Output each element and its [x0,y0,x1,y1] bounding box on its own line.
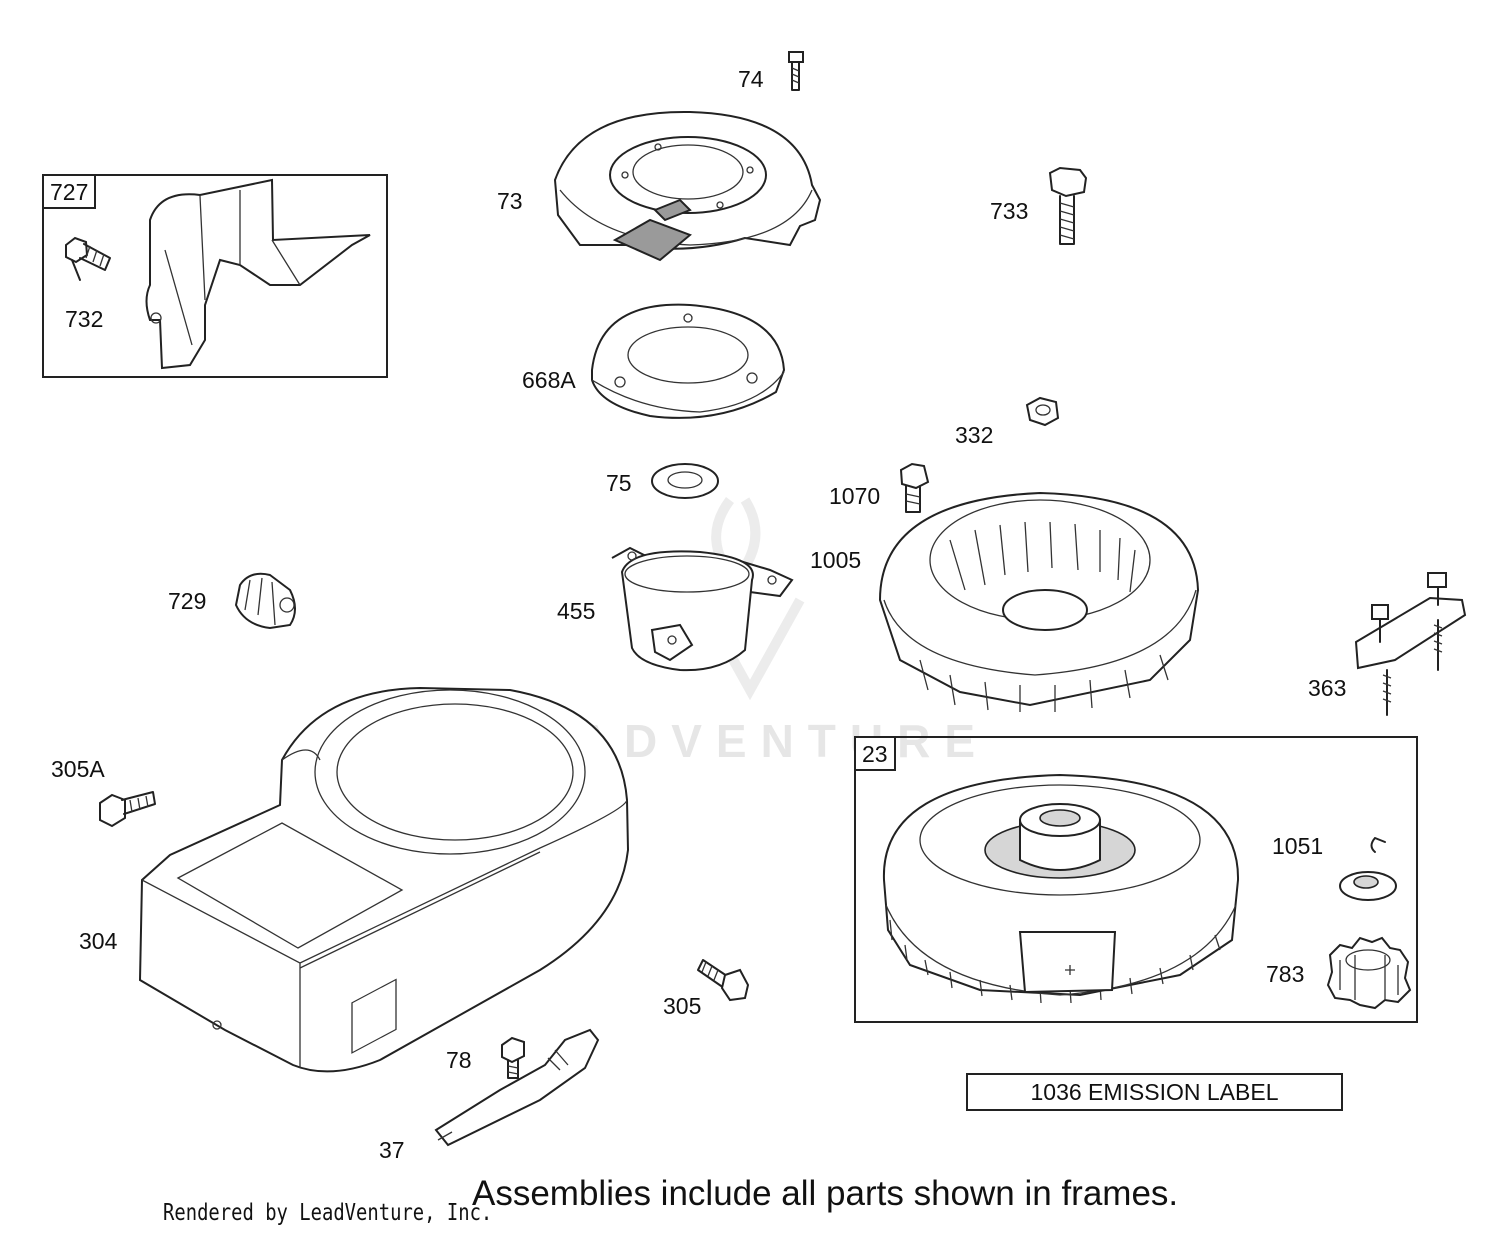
part-1005-fan-drawing [878,491,1200,712]
part-label-783: 783 [1266,961,1305,987]
emission-label-box: 1036 EMISSION LABEL [966,1073,1343,1111]
part-78-screw-drawing [501,1036,525,1079]
assembly-frame-727: 727 [42,174,388,378]
part-75-washer-drawing [651,463,719,499]
part-1070-bolt-drawing [899,462,930,513]
part-732-screw-drawing [65,236,111,281]
part-label-729: 729 [168,588,207,614]
part-332-nut-drawing [1025,396,1060,427]
part-363-bracket-drawing [1354,572,1467,716]
part-729-grommet-drawing [234,572,296,630]
part-label-37: 37 [379,1137,405,1163]
part-label-305: 305 [663,993,702,1019]
part-label-78: 78 [446,1047,472,1073]
part-label-305a: 305A [51,756,105,782]
part-74-screw-drawing [788,51,804,91]
frame-tag-727: 727 [42,174,97,209]
credit-text: Rendered by LeadVenture, Inc. [163,1200,493,1226]
part-label-74: 74 [738,66,764,92]
part-label-668a: 668A [522,367,576,393]
part-783-gear-drawing [1326,936,1412,1010]
part-668a-plate-drawing [591,303,786,419]
part-label-73: 73 [497,188,523,214]
part-455-cup-drawing [611,546,794,672]
part-label-733: 733 [990,198,1029,224]
part-1051-washer-drawing [1339,837,1397,901]
assemblies-note: Assemblies include all parts shown in fr… [472,1174,1179,1213]
part-733-bolt-drawing [1048,166,1088,245]
part-label-332: 332 [955,422,994,448]
part-727-shroud-drawing [145,178,371,370]
part-23-flywheel-drawing [882,773,1240,1004]
part-label-75: 75 [606,470,632,496]
part-37-air-guide-drawing [434,1028,600,1147]
part-304-blower-housing-drawing [138,686,630,1073]
part-label-1051: 1051 [1272,833,1324,859]
part-label-363: 363 [1308,675,1347,701]
part-305a-screw-drawing [99,791,156,828]
emission-label-text: 1036 EMISSION LABEL [1030,1078,1279,1105]
part-label-455: 455 [557,598,596,624]
part-label-732: 732 [65,306,104,332]
part-73-screen-drawing [553,110,822,262]
part-305-screw-drawing [697,959,750,1002]
part-label-304: 304 [79,928,118,954]
part-label-1005: 1005 [810,547,862,573]
assembly-frame-23: 23 [854,736,1418,1023]
part-label-1070: 1070 [829,483,881,509]
frame-tag-23: 23 [854,736,896,771]
